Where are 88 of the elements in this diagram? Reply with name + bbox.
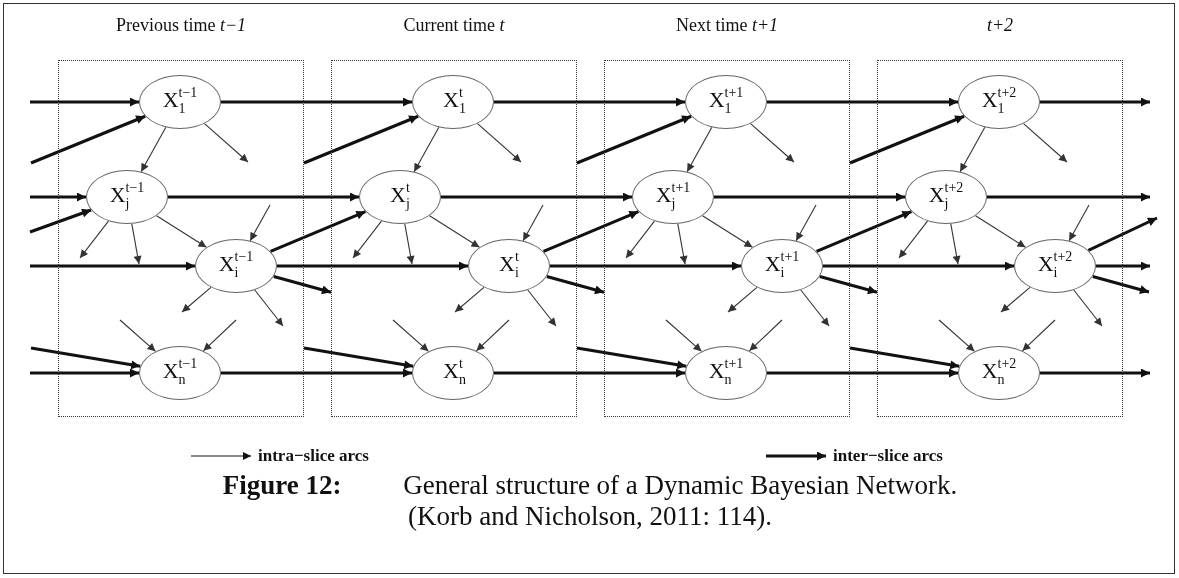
inter-slice-arc bbox=[714, 192, 905, 202]
inter-slice-arc bbox=[819, 275, 878, 295]
intra-slice-arc bbox=[748, 319, 783, 352]
intra-slice-arc bbox=[476, 123, 522, 163]
inter-slice-arc bbox=[30, 192, 86, 202]
intra-slice-arc bbox=[702, 215, 753, 248]
inter-slice-arc bbox=[303, 114, 419, 165]
intra-slice-arc bbox=[1073, 289, 1103, 327]
intra-slice-arc bbox=[352, 220, 382, 259]
inter-slice-arc bbox=[168, 192, 359, 202]
intra-slice-arc bbox=[156, 215, 207, 248]
variable-node bbox=[468, 239, 550, 293]
intra-slice-arc bbox=[938, 319, 976, 352]
intra-slice-arc bbox=[181, 286, 212, 313]
intra-slice-arc bbox=[898, 220, 928, 259]
variable-node bbox=[139, 75, 221, 129]
variable-node bbox=[958, 75, 1040, 129]
intra-slice-arc bbox=[1021, 319, 1056, 352]
inter-slice-arc bbox=[29, 208, 92, 234]
intra-slice-arc bbox=[527, 289, 557, 327]
intra-slice-arc bbox=[625, 220, 655, 259]
intra-slice-arc bbox=[131, 223, 142, 265]
inter-slice-arc bbox=[550, 261, 741, 271]
variable-node bbox=[685, 75, 767, 129]
inter-slice-arc bbox=[767, 368, 958, 378]
intra-slice-arc bbox=[677, 223, 688, 265]
intra-slice-arc bbox=[749, 123, 795, 163]
inter-slice-arc bbox=[30, 97, 139, 107]
slice-heading: Current time t bbox=[403, 15, 505, 36]
inter-slice-arc bbox=[542, 210, 640, 253]
inter-slice-arc bbox=[1087, 216, 1158, 252]
intra-slice-arc bbox=[1022, 123, 1068, 163]
inter-slice-arc bbox=[849, 346, 960, 370]
variable-node bbox=[741, 239, 823, 293]
inter-slice-arc bbox=[30, 368, 139, 378]
intra-slice-arc bbox=[119, 319, 157, 352]
intra-slice-arc bbox=[950, 223, 961, 265]
inter-slice-arc bbox=[221, 97, 412, 107]
inter-slice-arc bbox=[849, 114, 965, 165]
inter-slice-arc bbox=[576, 114, 692, 165]
inter-slice-arc bbox=[30, 114, 146, 165]
legend-label: intra−slice arcs bbox=[258, 446, 369, 466]
intra-slice-arc bbox=[454, 286, 485, 313]
intra-slice-arc bbox=[254, 289, 284, 327]
inter-slice-arc bbox=[823, 261, 1014, 271]
intra-slice-arc bbox=[202, 319, 237, 352]
inter-slice-arc bbox=[273, 275, 332, 295]
inter-slice-arc bbox=[494, 368, 685, 378]
intra-slice-arc bbox=[727, 286, 758, 313]
inter-slice-arc bbox=[1040, 97, 1150, 107]
figure-caption: Figure 12: General structure of a Dynamic Bayesian Network. (Korb and Nicholson, 2011: 114). bbox=[221, 470, 959, 532]
inter-slice-arc bbox=[1092, 275, 1150, 294]
inter-slice-arc bbox=[987, 192, 1150, 202]
inter-slice-arc bbox=[1040, 368, 1150, 378]
variable-node bbox=[195, 239, 277, 293]
intra-slice-arc bbox=[429, 215, 480, 248]
intra-slice-arc bbox=[79, 220, 109, 259]
intra-slice-arc bbox=[404, 223, 415, 265]
inter-slice-arc bbox=[815, 210, 913, 253]
inter-slice-arc bbox=[269, 210, 367, 253]
variable-node bbox=[632, 170, 714, 224]
slice-heading: Previous time t−1 bbox=[115, 15, 247, 36]
inter-slice-arc bbox=[576, 346, 687, 370]
variable-node bbox=[359, 170, 441, 224]
intra-slice-arc bbox=[975, 215, 1026, 248]
inter-slice-arc bbox=[1096, 261, 1150, 271]
inter-slice-arc bbox=[277, 261, 468, 271]
intra-slice-arc bbox=[800, 289, 830, 327]
intra-slice-arc bbox=[665, 319, 703, 352]
inter-slice-arc bbox=[30, 346, 141, 370]
inter-slice-arc bbox=[303, 346, 414, 370]
intra-slice-arc bbox=[203, 123, 249, 163]
inter-slice-arc bbox=[546, 275, 605, 295]
intra-slice-arc bbox=[1000, 286, 1031, 313]
slice-heading: Next time t+1 bbox=[675, 15, 779, 36]
slice-heading: t+2 bbox=[986, 15, 1014, 36]
inter-slice-arc bbox=[767, 97, 958, 107]
inter-slice-arc bbox=[494, 97, 685, 107]
inter-slice-arc bbox=[221, 368, 412, 378]
legend-label: inter−slice arcs bbox=[833, 446, 943, 466]
inter-slice-arc bbox=[441, 192, 632, 202]
intra-slice-arc bbox=[392, 319, 430, 352]
intra-slice-arc bbox=[475, 319, 510, 352]
variable-node bbox=[905, 170, 987, 224]
inter-slice-arc bbox=[30, 261, 195, 271]
variable-node bbox=[86, 170, 168, 224]
variable-node bbox=[412, 75, 494, 129]
variable-node bbox=[1014, 239, 1096, 293]
